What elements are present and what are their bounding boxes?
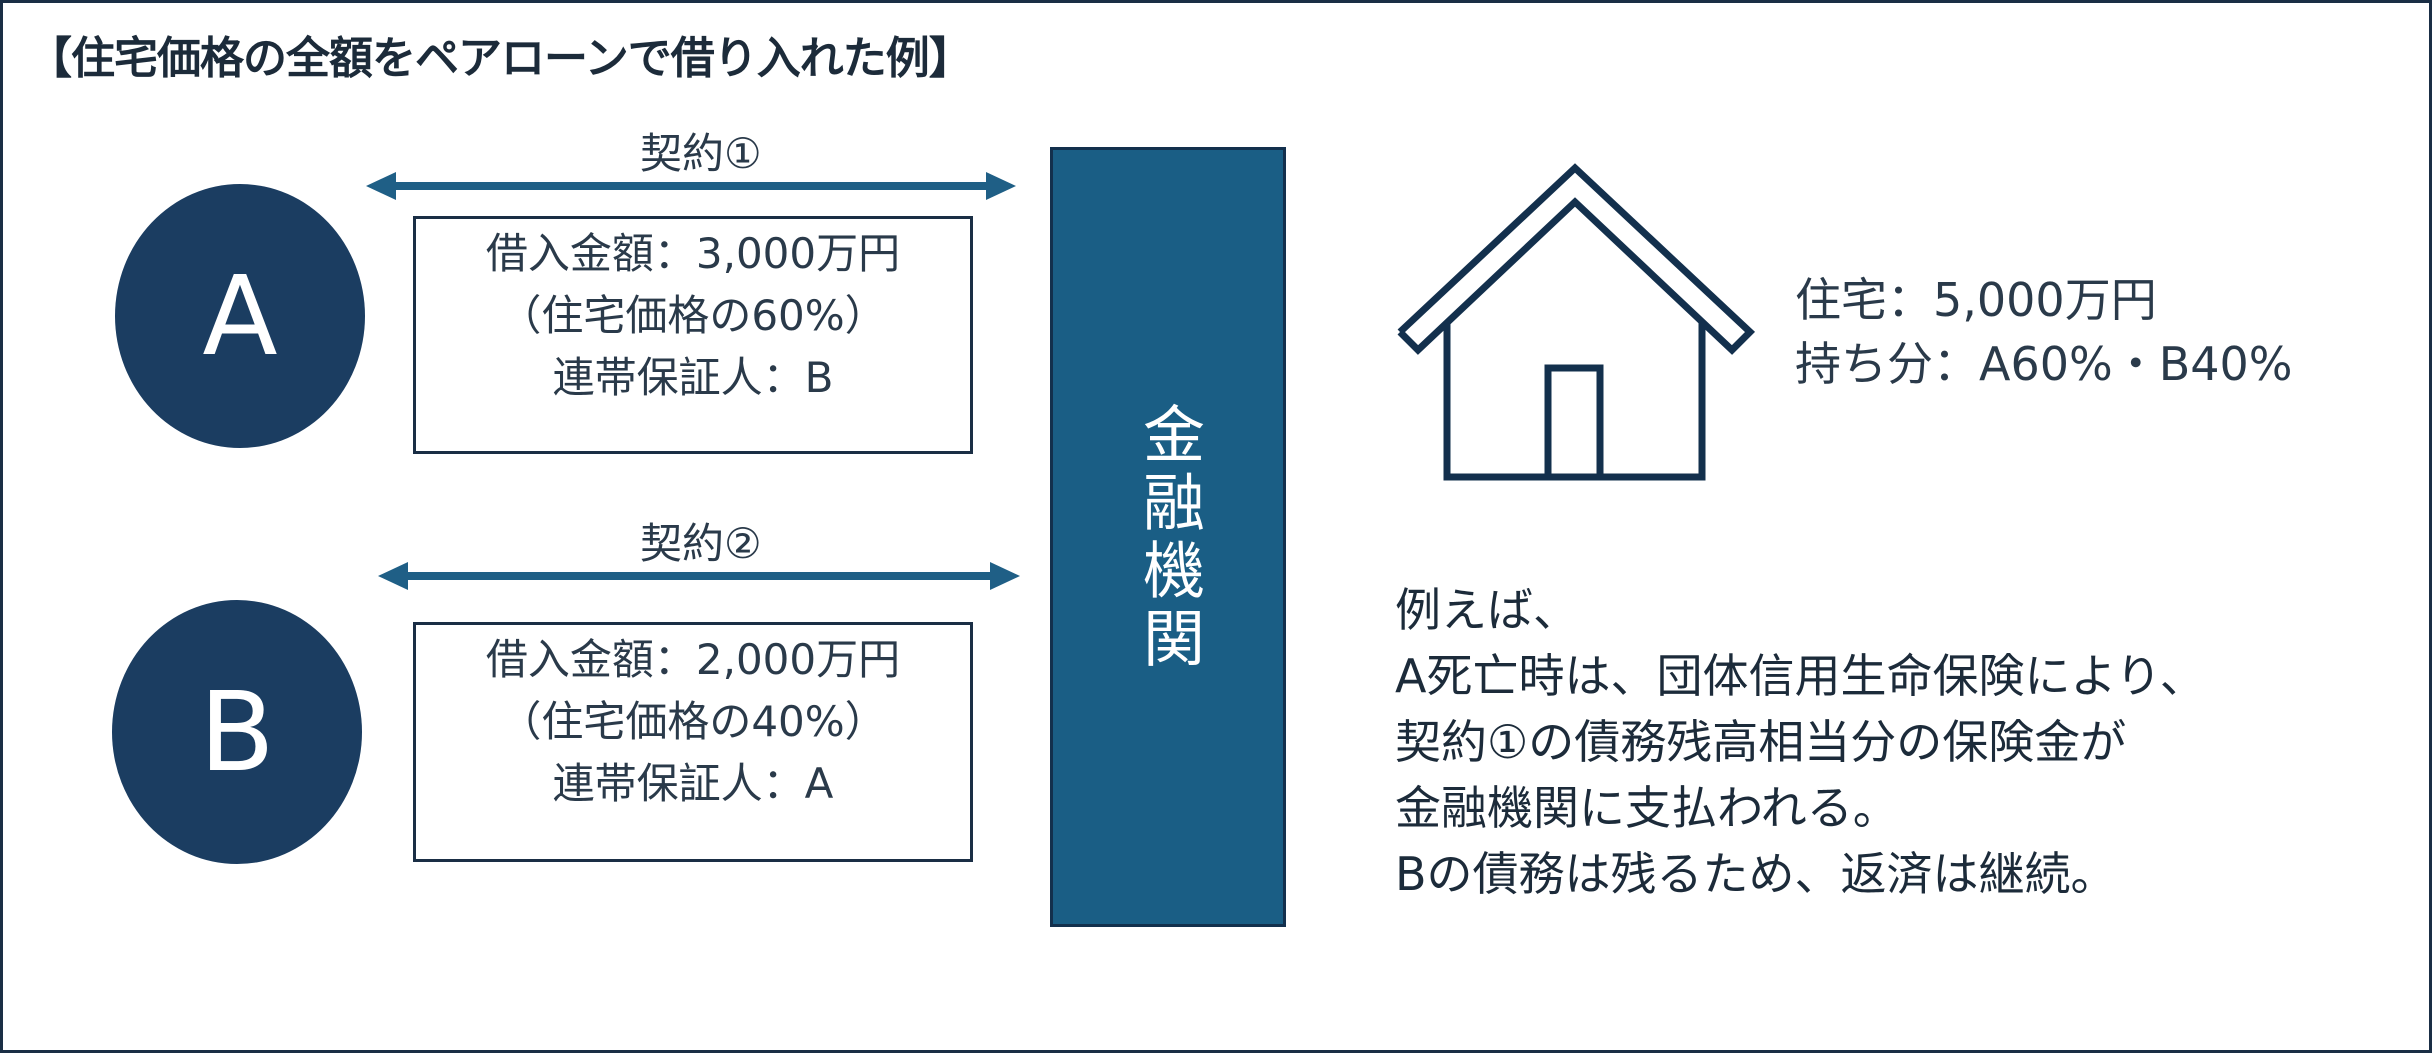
loan-box-a: 借入金額：3,000万円 （住宅価格の60%） 連帯保証人：B [413,216,973,454]
explanation-line: 契約①の債務残高相当分の保険金が [1395,715,2127,769]
explanation-text: 例えば、 A死亡時は、団体信用生命保険により、 契約①の債務残高相当分の保険金が… [1395,577,2206,907]
house-ownership: 持ち分：A60%・B40% [1795,337,2293,391]
loan-a-share: （住宅価格の60%） [499,291,887,340]
bank-block: 金融機関 [1050,147,1286,927]
loan-a-guarantor: 連帯保証人：B [552,353,834,402]
contract-2-arrow [378,562,1020,590]
contract-1-label: 契約① [640,129,762,178]
borrower-b-letter: B [199,668,275,796]
loan-b-guarantor: 連帯保証人：A [552,759,834,808]
house-icon [1397,163,1756,481]
contract-1-arrow [366,172,1016,200]
contract-2-label: 契約② [640,519,762,568]
diagram-title: 【住宅価格の全額をペアローンで借り入れた例】 [28,33,973,84]
explanation-line: 金融機関に支払われる。 [1395,781,1899,835]
house-price: 住宅：5,000万円 [1795,273,2157,327]
borrower-a-circle: A [115,184,365,448]
explanation-line: A死亡時は、団体信用生命保険により、 [1395,649,2206,703]
explanation-line: Bの債務は残るため、返済は継続。 [1395,847,2117,901]
loan-b-amount: 借入金額：2,000万円 [485,635,901,684]
borrower-a-letter: A [202,252,278,380]
explanation-line: 例えば、 [1395,583,1579,637]
loan-box-b: 借入金額：2,000万円 （住宅価格の40%） 連帯保証人：A [413,622,973,862]
bank-label: 金融機関 [1132,402,1205,674]
house-info: 住宅：5,000万円 持ち分：A60%・B40% [1795,268,2293,396]
loan-b-share: （住宅価格の40%） [499,697,887,746]
borrower-b-circle: B [112,600,362,864]
loan-a-amount: 借入金額：3,000万円 [485,229,901,278]
